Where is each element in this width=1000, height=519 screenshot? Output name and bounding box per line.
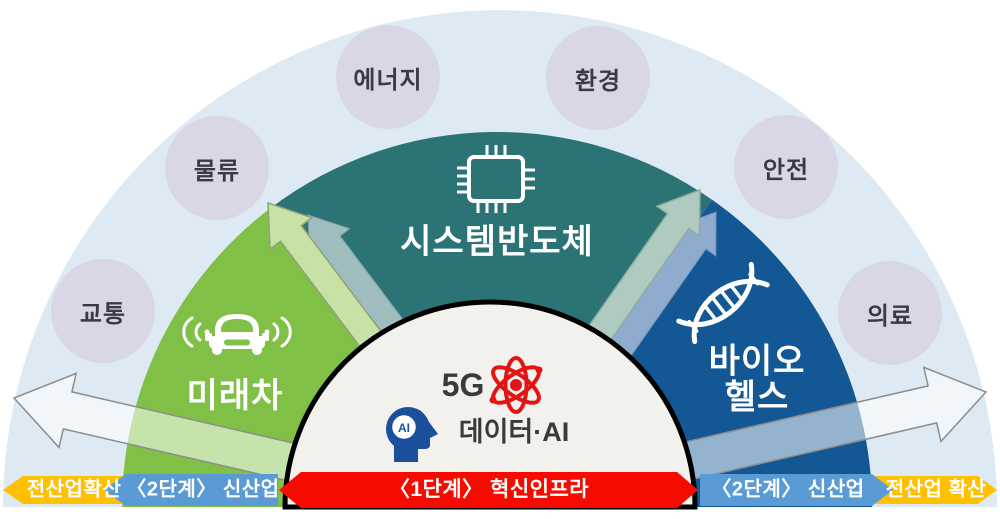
label-core-5g: 5G	[441, 367, 485, 404]
node-medical: 의료	[838, 261, 942, 365]
node-safety: 안전	[734, 115, 838, 219]
core-dome	[282, 299, 698, 510]
bar-stage1	[279, 472, 698, 508]
ai-head-icon: AI	[386, 407, 438, 462]
label-core-data-ai: 데이터·AI	[458, 416, 570, 447]
label-right-stage2: 〈2단계〉 신산업	[711, 478, 865, 501]
label-left-stage2: 〈2단계〉 신산업	[126, 478, 280, 501]
semiconductor-chip-icon	[457, 145, 535, 213]
node-traffic: 교통	[51, 259, 155, 363]
bar-right-stage2	[700, 474, 893, 506]
label-stage1: 〈1단계〉 혁신인프라	[388, 477, 590, 501]
node-environment: 환경	[546, 26, 650, 130]
bar-left-stage2	[104, 474, 278, 506]
node-energy: 에너지	[336, 25, 440, 129]
label-future-car: 미래차	[186, 377, 284, 416]
bar-right-spread	[876, 476, 997, 504]
node-logistics: 물류	[165, 116, 269, 220]
dna-helix-icon	[676, 261, 770, 345]
atom-icon	[489, 356, 543, 414]
label-left-spread: 전산업확산	[26, 478, 122, 501]
autonomous-car-icon	[182, 314, 292, 355]
label-bio-health: 바이오 헬스	[708, 342, 806, 416]
label-right-spread: 전산업 확산	[885, 478, 987, 501]
ai-badge-label: AI	[398, 421, 410, 435]
label-system-semiconductor: 시스템반도체	[400, 223, 594, 262]
bar-left-spread	[3, 476, 136, 504]
